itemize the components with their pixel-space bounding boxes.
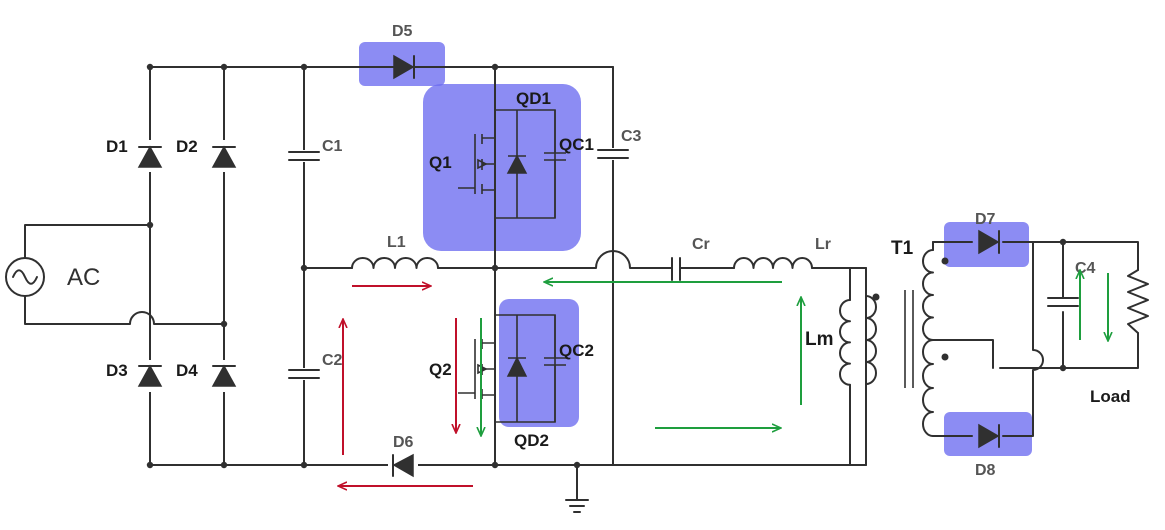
inductor-l1 (351, 257, 439, 269)
diode-d6 (388, 452, 418, 478)
d6-label: D6 (393, 434, 414, 451)
inductor-lr (733, 257, 813, 269)
capacitor-c1 (288, 150, 322, 162)
d1-label: D1 (106, 137, 128, 156)
lr-label: Lr (815, 236, 831, 253)
ac-source-label: AC (67, 264, 100, 291)
qc2-label: QC2 (559, 341, 594, 360)
d2-label: D2 (176, 137, 198, 156)
current-path-red (339, 286, 473, 486)
lm-label: Lm (805, 329, 834, 350)
load-label: Load (1090, 387, 1131, 406)
capacitor-c2 (288, 368, 322, 380)
diode-d4 (211, 360, 237, 392)
mosfet-q1 (458, 109, 566, 220)
diode-d1 (137, 140, 163, 172)
d8-label: D8 (975, 462, 996, 479)
qd2-label: QD2 (514, 431, 549, 450)
qd1-label: QD1 (516, 89, 551, 108)
qd1-highlight (423, 84, 581, 251)
ac-source (5, 257, 45, 297)
c1-label: C1 (322, 138, 343, 155)
diode-d2 (211, 140, 237, 172)
d5-label: D5 (392, 23, 413, 40)
transformer-t1 (865, 249, 949, 437)
load-resistor (1127, 269, 1149, 334)
c4-label: C4 (1075, 260, 1096, 277)
q1-label: Q1 (429, 153, 452, 172)
cr-label: Cr (692, 236, 710, 253)
current-path-green (481, 271, 1108, 435)
d7-label: D7 (975, 211, 996, 228)
capacitor-c3 (597, 148, 631, 160)
qd2-highlight (499, 299, 579, 427)
c2-label: C2 (322, 352, 343, 369)
q2-label: Q2 (429, 360, 452, 379)
diode-d3 (137, 360, 163, 392)
qc1-label: QC1 (559, 135, 594, 154)
c3-label: C3 (621, 128, 642, 145)
d4-label: D4 (176, 361, 198, 380)
capacitor-cr (671, 257, 681, 281)
diode-d8 (978, 423, 1000, 449)
diode-d5 (393, 54, 415, 80)
capacitor-c4 (1047, 297, 1079, 307)
t1-label: T1 (891, 238, 914, 259)
l1-label: L1 (387, 234, 406, 251)
inductor-lm (839, 299, 851, 386)
d3-label: D3 (106, 361, 128, 380)
diode-d7 (978, 229, 1000, 255)
junction-dots (146, 63, 1067, 469)
